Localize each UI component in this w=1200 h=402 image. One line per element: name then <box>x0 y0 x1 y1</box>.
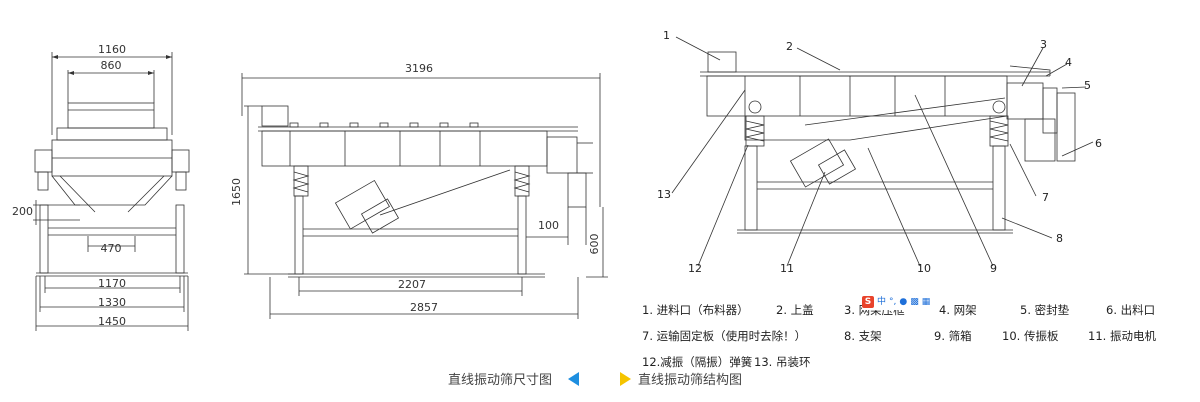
dim-2857: 2857 <box>410 301 438 314</box>
callout-7: 7 <box>1042 191 1049 204</box>
legend-item: 1. 进料口（布料器） <box>642 303 749 317</box>
callout-12: 12 <box>688 262 702 275</box>
legend-item: 2. 上盖 <box>776 303 814 317</box>
punctuation-icon[interactable]: °, <box>889 297 897 307</box>
dim-2207: 2207 <box>398 278 426 291</box>
ime-logo-icon[interactable]: S <box>862 296 874 308</box>
caption-structure-drawing[interactable]: 直线振动筛结构图 <box>638 373 743 388</box>
ime-lang-label[interactable]: 中 <box>877 297 887 307</box>
dim-3196: 3196 <box>405 62 433 75</box>
dim-1330: 1330 <box>98 296 126 309</box>
microphone-icon[interactable]: ● <box>899 297 908 307</box>
callout-6: 6 <box>1095 137 1102 150</box>
dim-1160: 1160 <box>98 43 126 56</box>
arrow-left-icon[interactable] <box>568 372 579 386</box>
legend-item: 11. 振动电机 <box>1088 329 1156 343</box>
callout-13: 13 <box>657 188 671 201</box>
legend-item: 7. 运输固定板（使用时去除！） <box>642 329 807 343</box>
callout-5: 5 <box>1084 79 1091 92</box>
callout-9: 9 <box>990 262 997 275</box>
side-view-drawing: 3196 1650 100 600 2207 2857 <box>230 62 608 319</box>
legend-item: 9. 筛箱 <box>934 329 972 343</box>
legend-item: 10. 传振板 <box>1002 329 1059 343</box>
callout-11: 11 <box>780 262 794 275</box>
callout-3: 3 <box>1040 38 1047 51</box>
ime-toolbar[interactable]: S 中 °, ● ▩ ▦ <box>862 294 931 310</box>
caption-size-drawing[interactable]: 直线振动筛尺寸图 <box>448 373 553 388</box>
dim-1170: 1170 <box>98 277 126 290</box>
structure-drawing: 1 2 3 4 5 6 7 8 9 10 11 12 13 <box>657 29 1102 275</box>
dim-470: 470 <box>101 242 122 255</box>
legend-item: 5. 密封垫 <box>1020 303 1070 317</box>
callout-10: 10 <box>917 262 931 275</box>
dim-1450: 1450 <box>98 315 126 328</box>
caption-bar: 直线振动筛尺寸图 直线振动筛结构图 <box>0 368 1200 392</box>
legend-item: 12.减振（隔振）弹簧 <box>642 355 753 369</box>
legend-item: 8. 支架 <box>844 329 882 343</box>
arrow-right-icon[interactable] <box>620 372 631 386</box>
legend-item: 4. 网架 <box>939 303 977 317</box>
grid-icon[interactable]: ▦ <box>921 297 931 307</box>
callout-2: 2 <box>786 40 793 53</box>
callout-1: 1 <box>663 29 670 42</box>
keyboard-icon[interactable]: ▩ <box>910 297 919 307</box>
dim-200: 200 <box>12 205 33 218</box>
dim-100: 100 <box>538 219 559 232</box>
dim-600: 600 <box>588 234 601 255</box>
dim-1650: 1650 <box>230 178 243 206</box>
end-view-drawing: 1160 860 200 470 1170 1330 1450 <box>12 43 190 331</box>
legend-item: 13. 吊装环 <box>754 355 811 369</box>
dim-860: 860 <box>101 59 122 72</box>
legend-item: 6. 出料口 <box>1106 303 1156 317</box>
callout-8: 8 <box>1056 232 1063 245</box>
callout-4: 4 <box>1065 56 1072 69</box>
